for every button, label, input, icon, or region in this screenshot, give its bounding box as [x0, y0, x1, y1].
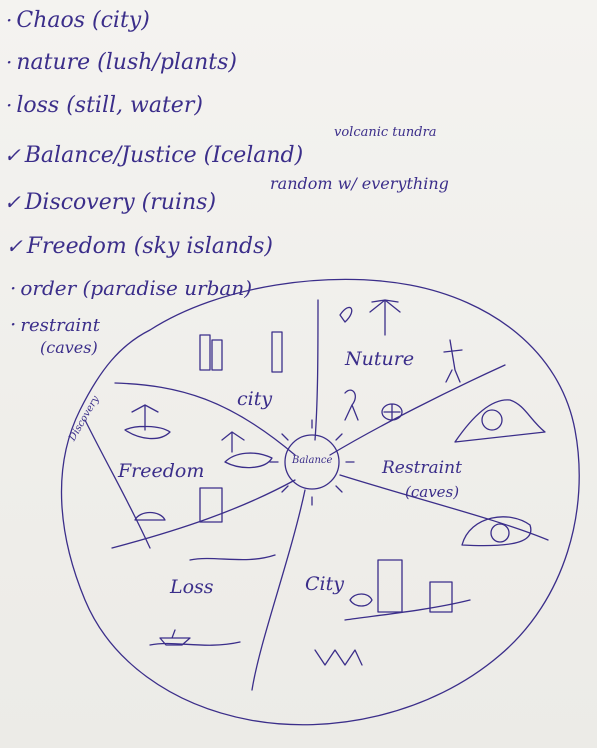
cave-mountain-icon	[454, 399, 546, 443]
region-divider-2	[314, 299, 319, 441]
annotation-random: random w/ everything	[270, 174, 449, 193]
region-label-nature: Nuture	[345, 348, 415, 370]
list-item-loss: ·loss (still, water)	[6, 93, 203, 118]
region-divider-5	[251, 489, 306, 691]
region-divider-1	[114, 382, 296, 456]
region-label-city-top: city	[237, 388, 273, 410]
ruins-icon	[314, 649, 363, 666]
water-line-1	[189, 554, 276, 561]
flower-icon	[381, 403, 403, 421]
building-3-icon	[271, 331, 283, 373]
region-divider-6	[111, 479, 296, 549]
region-label-restraint: Restraint	[382, 458, 462, 478]
annotation-volcanic-tundra: volcanic tundra	[334, 125, 437, 140]
sky-island-1-icon	[124, 404, 171, 440]
region-divider-4	[339, 474, 549, 541]
pillar-icon	[199, 487, 223, 523]
building-2-icon	[211, 339, 223, 371]
region-label-loss: Loss	[170, 576, 214, 598]
creature-icon	[349, 593, 373, 607]
region-label-balance: Balance	[292, 455, 333, 466]
cave-1-icon	[481, 409, 503, 431]
cave-2-icon	[490, 523, 510, 543]
leaf-icon	[339, 306, 353, 323]
ground-line	[344, 599, 471, 621]
bird-icon	[344, 389, 359, 421]
region-divider-3	[329, 364, 506, 456]
region-label-freedom: Freedom	[118, 460, 205, 482]
region-divider-7	[84, 419, 151, 549]
building-1-icon	[199, 334, 211, 371]
list-item-discovery: ✓Discovery (ruins)	[4, 190, 217, 215]
sky-island-2-icon	[221, 431, 273, 469]
figure-icon	[443, 339, 463, 383]
region-label-restraint-caves: (caves)	[405, 483, 460, 501]
list-item-order: ·order (paradise urban)	[10, 276, 253, 300]
tower-icon	[377, 559, 403, 613]
cave-rock-icon	[461, 516, 532, 547]
list-item-restraint-caves: (caves)	[40, 338, 98, 357]
list-item-chaos: ·Chaos (city)	[6, 8, 150, 33]
balance-circle	[284, 434, 340, 490]
balance-rays	[269, 419, 355, 506]
list-item-freedom: ✓Freedom (sky islands)	[6, 234, 273, 259]
water-line-2	[149, 641, 241, 646]
region-label-city-bottom: City	[305, 573, 344, 595]
boat-icon	[159, 629, 191, 646]
list-item-nature: ·nature (lush/plants)	[6, 50, 237, 75]
turtle-icon	[134, 511, 166, 521]
list-item-restraint: ·restraint	[10, 312, 101, 336]
house-icon	[429, 581, 453, 613]
map-outline	[60, 278, 580, 726]
list-item-balance: ✓Balance/Justice (Iceland)	[4, 143, 304, 168]
palm-tree-icon	[369, 299, 401, 336]
